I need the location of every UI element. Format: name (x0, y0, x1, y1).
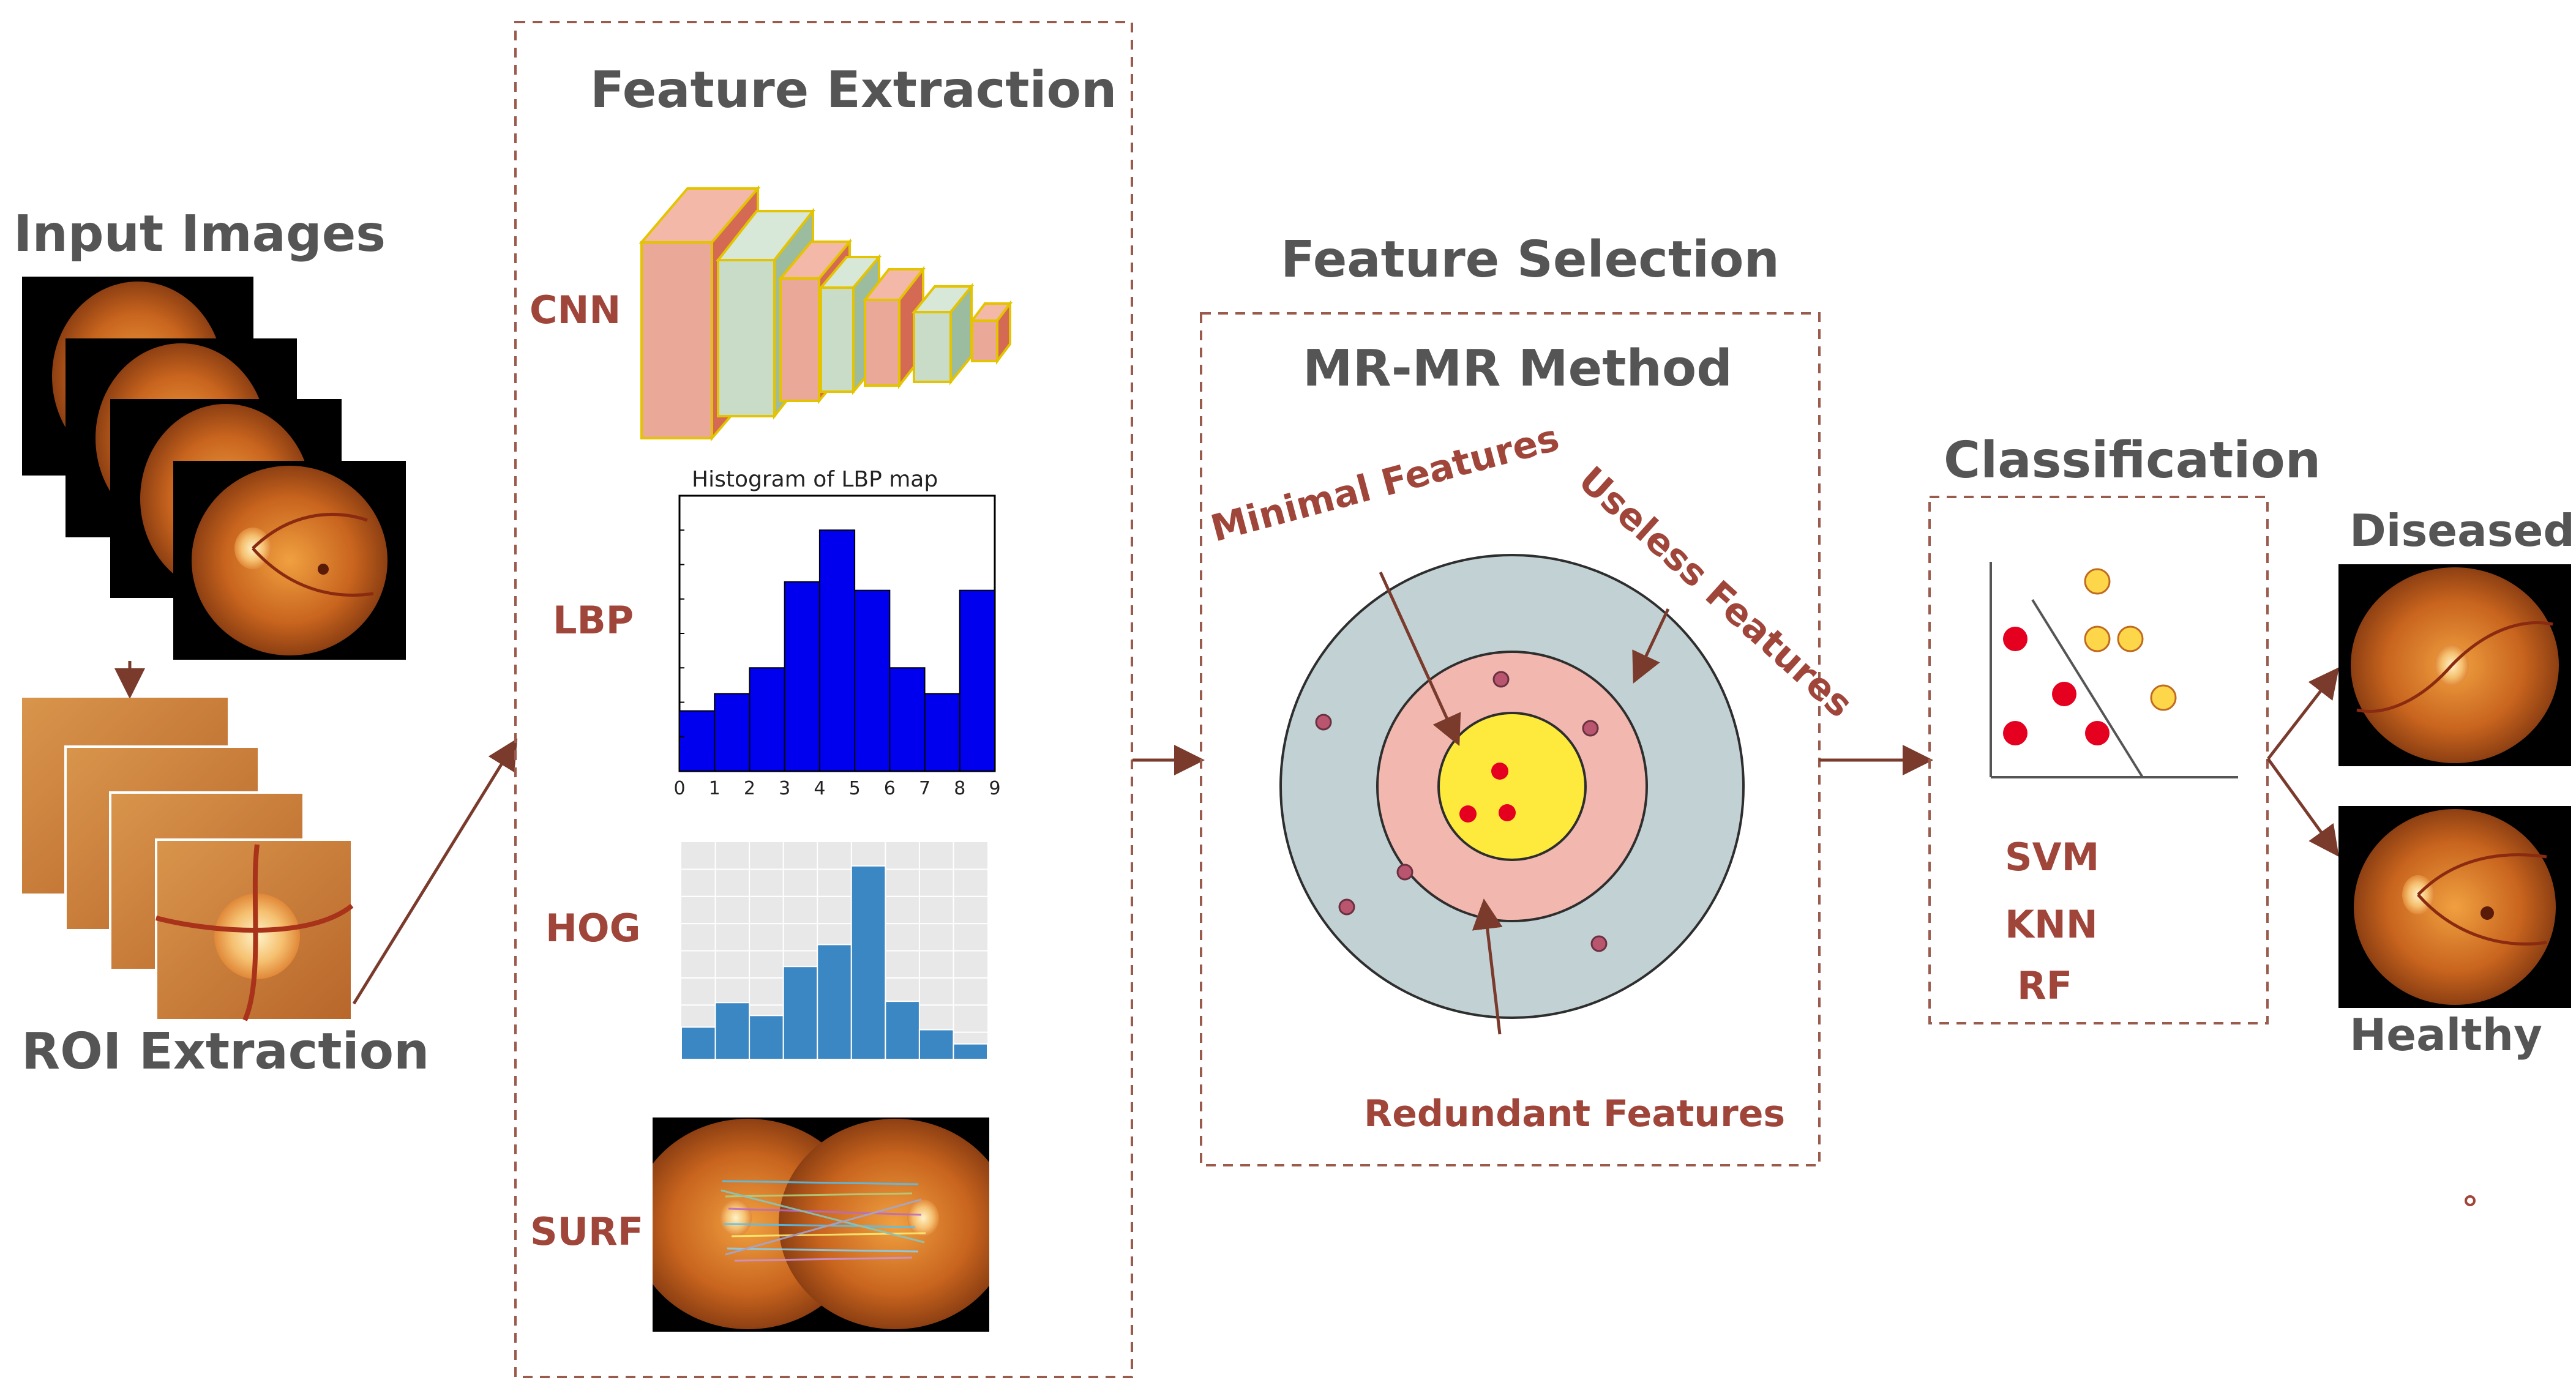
input-image-stack (22, 277, 406, 660)
arrow-to-healthy (2266, 758, 2339, 857)
lbp-x-tick-label: 4 (814, 778, 825, 799)
arrow-redundant-label (1472, 898, 1503, 1035)
lbp-x-tick-label: 3 (779, 778, 790, 799)
method-label-surf: SURF (530, 1209, 643, 1254)
feature-circles (1279, 554, 1745, 1019)
class-point-red (2003, 627, 2027, 651)
lbp-bar (818, 529, 856, 772)
arrow-useless-label (1632, 608, 1670, 684)
lbp-x-tick-label: 5 (849, 778, 861, 799)
lbp-bar (714, 693, 751, 772)
hog-bar (817, 944, 852, 1060)
lbp-bar (784, 581, 820, 772)
method-label-hog: HOG (545, 906, 640, 950)
feature-selection-title: Feature Selection (1281, 231, 1780, 289)
lbp-x-tick-label: 2 (744, 778, 755, 799)
lbp-x-tick-label: 8 (954, 778, 965, 799)
hog-bar (918, 1029, 954, 1060)
classifier-svm: SVM (2005, 835, 2099, 879)
class-point-red (2003, 721, 2027, 745)
feature-point (1590, 935, 1608, 952)
lbp-x-tick-label: 7 (919, 778, 930, 799)
method-label-lbp: LBP (553, 598, 634, 643)
classification-title: Classification (1944, 431, 2321, 490)
hog-bar (681, 1026, 716, 1060)
input-images-title: Input Images (13, 205, 386, 263)
lbp-bar (679, 710, 716, 772)
classifier-rf: RF (2017, 963, 2072, 1008)
healthy-label: Healthy (2349, 1009, 2542, 1061)
lbp-x-tick-label: 6 (884, 778, 896, 799)
lbp-bars (679, 529, 996, 772)
healthy-fundus-image (2338, 806, 2571, 1008)
roi-image-stack (22, 698, 354, 1021)
mrmr-method-title: MR-MR Method (1303, 340, 1732, 398)
hog-bar (714, 1002, 751, 1060)
hog-bar (749, 1015, 784, 1060)
lbp-x-tick-label: 0 (673, 778, 685, 799)
hog-bar (885, 1001, 920, 1060)
feature-point (1315, 714, 1332, 731)
class-point-red (2052, 682, 2076, 706)
class-point-yellow (2150, 684, 2177, 711)
arrow-to-diseased (2267, 667, 2340, 760)
class-point-yellow (2084, 568, 2111, 595)
fundus-image (173, 461, 406, 660)
method-label-cnn: CNN (530, 288, 621, 332)
feature-point (1582, 720, 1599, 737)
lbp-x-axis: 0 1 2 3 4 5 6 7 8 9 (673, 766, 1001, 799)
feature-selection-box (1200, 312, 1821, 1166)
roi-extraction-title: ROI Extraction (21, 1023, 429, 1081)
arrow-roi-to-extraction (352, 738, 518, 1005)
cnn-architecture-graphic (638, 185, 1013, 442)
decision-boundary (2031, 599, 2144, 778)
class-point-yellow (2084, 625, 2111, 652)
lbp-y-axis (680, 529, 684, 737)
class-point-yellow (2117, 625, 2144, 652)
hog-bar (850, 865, 886, 1060)
lbp-histogram-chart: Histogram of LBP map 0 1 2 3 4 5 6 7 8 9 (673, 467, 1000, 799)
lbp-x-tick-label: 1 (709, 778, 721, 799)
classifier-knn: KNN (2005, 902, 2098, 947)
arrow-minimal-label (1379, 571, 1461, 747)
feature-extraction-title: Feature Extraction (590, 61, 1117, 119)
feature-point (1338, 898, 1355, 916)
roi-image (155, 838, 354, 1021)
feature-point (1492, 671, 1510, 688)
surf-matching-image (653, 1117, 989, 1332)
feature-point (1396, 864, 1413, 881)
minimal-features-label: Minimal Features (1207, 416, 1563, 550)
lbp-bar (924, 693, 960, 772)
hog-bar (953, 1043, 989, 1061)
minimal-features-core (1437, 712, 1587, 861)
diseased-fundus-image (2338, 564, 2571, 766)
cnn-layer-block (970, 300, 1013, 365)
hog-bars (681, 865, 989, 1061)
decorative-dot (2465, 1195, 2476, 1206)
feature-point (1491, 763, 1508, 780)
hog-histogram-chart (681, 842, 989, 1061)
feature-extraction-box (514, 21, 1133, 1378)
redundant-features-label: Redundant Features (1364, 1092, 1785, 1135)
diseased-label: Diseased (2349, 505, 2575, 556)
lbp-bar (959, 589, 996, 772)
lbp-bar (889, 667, 926, 772)
lbp-chart-title: Histogram of LBP map (692, 467, 938, 492)
hog-bar (782, 966, 818, 1061)
lbp-bar (854, 589, 891, 772)
lbp-x-tick-label: 9 (989, 778, 1000, 799)
feature-point (1459, 805, 1477, 823)
classifier-scatter-plot (1990, 562, 2238, 778)
feature-point (1499, 804, 1516, 821)
cnn-layer-block (911, 283, 975, 386)
class-point-red (2085, 721, 2110, 745)
lbp-bar (749, 667, 785, 772)
